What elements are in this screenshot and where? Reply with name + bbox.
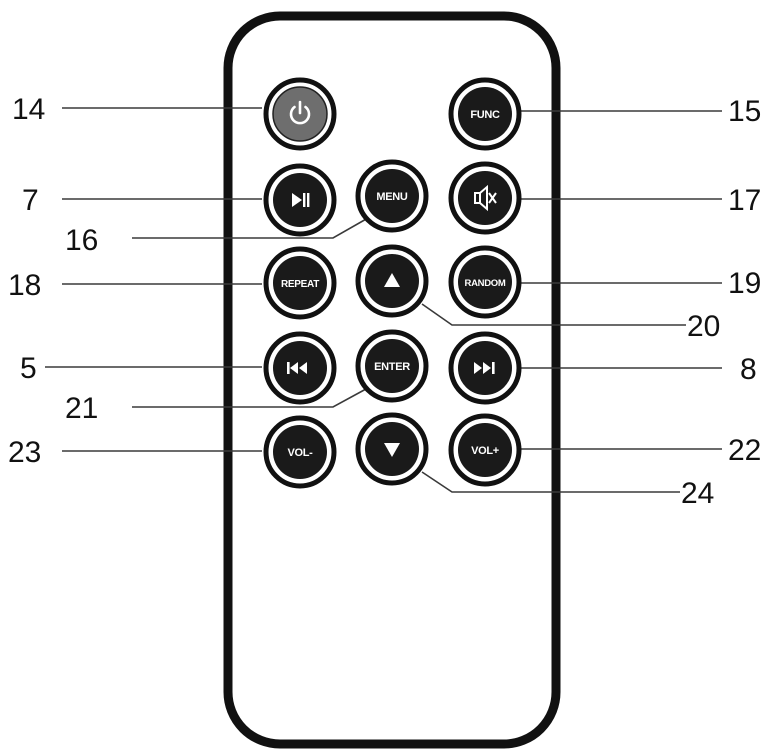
leader-lines bbox=[45, 107, 722, 493]
arrow-down-icon bbox=[384, 443, 400, 457]
callout-5: 5 bbox=[20, 352, 37, 385]
random-button-label: RANDOM bbox=[465, 278, 506, 289]
power-button[interactable] bbox=[263, 77, 337, 151]
arrow-up-icon bbox=[384, 273, 400, 287]
leader-21 bbox=[132, 388, 367, 408]
callout-24: 24 bbox=[681, 477, 714, 510]
callout-numbers: 14 15 7 17 16 18 19 20 5 8 21 23 22 24 bbox=[8, 93, 761, 510]
mute-button[interactable] bbox=[448, 161, 522, 235]
callout-18: 18 bbox=[8, 269, 41, 302]
callout-19: 19 bbox=[728, 267, 761, 300]
power-icon bbox=[289, 100, 311, 125]
menu-button-label: MENU bbox=[376, 191, 408, 203]
callout-16: 16 bbox=[65, 224, 98, 257]
play-pause-icon bbox=[292, 193, 310, 207]
previous-button[interactable] bbox=[263, 331, 337, 405]
volume-up-button[interactable]: VOL+ bbox=[448, 413, 522, 487]
callout-23: 23 bbox=[8, 436, 41, 469]
repeat-button-label: REPEAT bbox=[281, 279, 319, 290]
callout-22: 22 bbox=[728, 434, 761, 467]
up-button[interactable] bbox=[355, 244, 429, 318]
callout-21: 21 bbox=[65, 392, 98, 425]
callout-7: 7 bbox=[22, 184, 39, 217]
volume-down-button-label: VOL- bbox=[287, 447, 313, 459]
volume-down-button[interactable]: VOL- bbox=[263, 415, 337, 489]
callout-17: 17 bbox=[728, 184, 761, 217]
random-button[interactable]: RANDOM bbox=[448, 245, 522, 319]
func-button-label: FUNC bbox=[470, 109, 500, 121]
volume-up-button-label: VOL+ bbox=[471, 445, 499, 457]
leader-24 bbox=[421, 471, 680, 493]
skip-previous-icon bbox=[287, 362, 307, 374]
callout-8: 8 bbox=[740, 353, 757, 386]
play-pause-button[interactable] bbox=[263, 163, 337, 237]
callout-14: 14 bbox=[12, 93, 45, 126]
leader-16 bbox=[132, 217, 369, 239]
enter-button[interactable]: ENTER bbox=[355, 329, 429, 403]
callout-20: 20 bbox=[687, 310, 720, 343]
repeat-button[interactable]: REPEAT bbox=[263, 246, 337, 320]
next-button[interactable] bbox=[448, 331, 522, 405]
func-button[interactable]: FUNC bbox=[448, 77, 522, 151]
leader-20 bbox=[421, 303, 686, 326]
down-button[interactable] bbox=[355, 412, 429, 486]
callout-15: 15 bbox=[728, 95, 761, 128]
enter-button-label: ENTER bbox=[374, 361, 410, 373]
menu-button[interactable]: MENU bbox=[355, 159, 429, 233]
mute-icon bbox=[474, 184, 497, 212]
skip-next-icon bbox=[474, 362, 495, 374]
